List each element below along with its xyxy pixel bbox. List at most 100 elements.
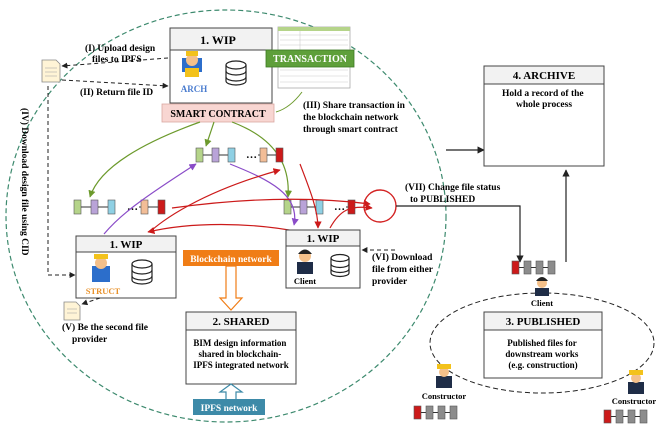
published-desc: Published files for downstream works (e.… (505, 338, 580, 370)
purple-arrow-1 (103, 163, 197, 235)
wip-client-title: 1. WIP (307, 233, 340, 245)
wip-client-role: Client (294, 276, 316, 286)
step5-document-icon (63, 301, 81, 321)
blockchain-network-label: Blockchain network (183, 250, 279, 266)
wip-client-box: 1. WIP Client (285, 229, 361, 289)
red-arrow-3 (329, 203, 373, 229)
wip-arch-box: 1. WIP ARCH (169, 27, 273, 104)
block (73, 199, 82, 215)
step2-arrow (61, 79, 169, 89)
step2-label: (II) Return file ID (80, 87, 153, 98)
red-arrow-2 (299, 163, 322, 229)
block (615, 409, 624, 424)
engineer-icon (92, 254, 110, 282)
block (195, 147, 204, 163)
step4-label: (IV) Download design file using CID (19, 108, 30, 256)
purple-arrow-2 (229, 163, 299, 226)
block (413, 405, 422, 420)
green-arrow-center (204, 121, 215, 147)
latest-block-highlight (363, 189, 397, 223)
block (523, 260, 532, 275)
step5-arrow (81, 297, 101, 306)
smart-contract-label: SMART CONTRACT (161, 103, 275, 123)
shared-desc: BIM design information shared in blockch… (193, 338, 289, 370)
block (259, 147, 268, 163)
network-boundary-circle (5, 9, 447, 423)
block (603, 409, 612, 424)
step6-label: (VI) Download file from either provider (372, 252, 435, 287)
constructor-left-label: Constructor (422, 391, 467, 401)
block (425, 405, 434, 420)
block (315, 199, 324, 215)
wip-arch-role: ARCH (181, 84, 208, 94)
published-box: 3. PUBLISHED Published files for downstr… (483, 311, 603, 379)
block (511, 260, 520, 275)
constructor-right-chain (603, 409, 648, 424)
block (107, 199, 116, 215)
step7-label: (VII) Change file status to PUBLISHED (405, 182, 503, 205)
block (90, 199, 99, 215)
wip-struct-role: STRUCT (86, 286, 121, 296)
transaction-label: TRANSACTION (265, 49, 355, 68)
archive-title: 4. ARCHIVE (513, 70, 575, 82)
published-chain-top (511, 260, 556, 275)
step1-arrow (61, 57, 169, 69)
svg-text:TRANSACTION: TRANSACTION (273, 54, 348, 65)
shared-title: 2. SHARED (213, 316, 270, 328)
constructor-right-label: Constructor (612, 396, 657, 406)
block (449, 405, 458, 420)
step5-label: (V) Be the second file provider (62, 322, 150, 345)
archive-box: 4. ARCHIVE Hold a record of the whole pr… (483, 65, 605, 167)
block (639, 409, 648, 424)
block (437, 405, 446, 420)
svg-text:SMART CONTRACT: SMART CONTRACT (170, 109, 266, 120)
constructor-icon-right (628, 370, 644, 394)
published-client-label: Client (531, 298, 553, 308)
architect-icon (182, 51, 202, 77)
svg-text:IPFS network: IPFS network (201, 404, 258, 414)
step3-connector (275, 91, 303, 113)
svg-text:Blockchain network: Blockchain network (190, 255, 272, 265)
block (211, 147, 220, 163)
block (627, 409, 636, 424)
block (140, 199, 149, 215)
step1-label: (I) Upload design files to IPFS (85, 43, 158, 65)
step7-arrow (396, 205, 524, 263)
block (275, 147, 284, 163)
ellipsis: … (334, 201, 345, 213)
ipfs-network-label: IPFS network (193, 399, 265, 415)
ellipsis: … (246, 149, 257, 161)
step4-arrow (47, 86, 76, 278)
step3-label: (III) Share transaction in the blockchai… (303, 100, 407, 135)
red-arrow-4 (147, 223, 301, 235)
wip-struct-title: 1. WIP (110, 239, 143, 251)
block (227, 147, 236, 163)
database-icon (131, 259, 153, 285)
red-arrow-1 (149, 168, 281, 233)
published-client-icon (535, 277, 549, 296)
shared-box: 2. SHARED BIM design information shared … (185, 311, 297, 385)
database-icon (225, 60, 247, 86)
green-arrow-left (88, 121, 201, 198)
published-title: 3. PUBLISHED (506, 316, 581, 328)
wip-arch-title: 1. WIP (200, 33, 236, 47)
block (547, 260, 556, 275)
archive-desc: Hold a record of the whole process (502, 89, 586, 110)
blockchain-to-shared-arrow (218, 265, 244, 311)
chain-top: … (195, 147, 284, 163)
chain-left: … (73, 199, 166, 215)
block (347, 199, 356, 215)
wip-struct-box: 1. WIP STRUCT (75, 235, 177, 299)
block (157, 199, 166, 215)
block (535, 260, 544, 275)
ipfs-to-shared-arrow (218, 383, 244, 401)
client-icon (297, 249, 313, 274)
constructor-left-chain (413, 405, 458, 420)
database-icon (330, 253, 350, 278)
chain-right: … (283, 199, 356, 215)
red-arrow-5 (171, 198, 371, 209)
ipfs-document-icon (41, 59, 61, 83)
block (299, 199, 308, 215)
